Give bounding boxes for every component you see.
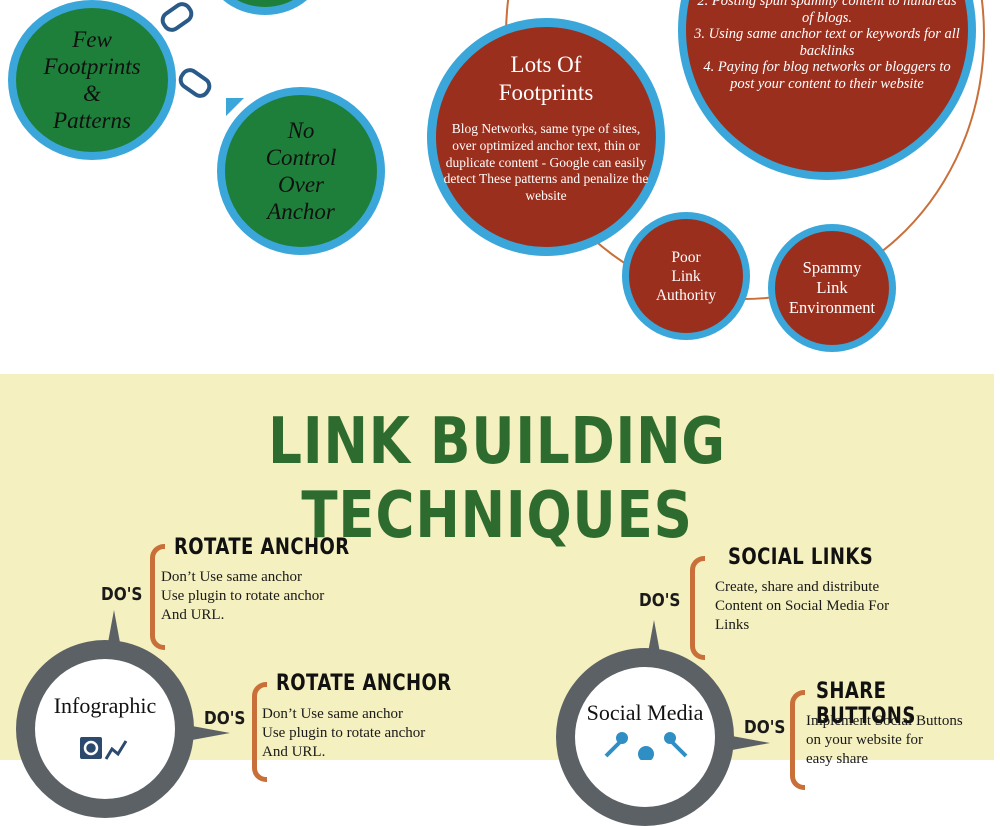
big-list-items: 2. Posting spun spammy content to hundre… [692,0,962,92]
spammy-link-circle: Spammy Link Environment [768,224,896,352]
item-body: Implement Social Buttons on your website… [806,713,963,767]
brace [690,556,705,660]
item-heading: SOCIAL LINKS [728,545,874,570]
brace [150,544,165,650]
infographic-icon [80,737,130,763]
list-item: 2. Posting spun spammy content to hundre… [697,0,957,26]
lots-of-footprints-title: Lots Of Footprints [498,52,594,105]
section-title: LINK BUILDING TECHNIQUES [268,405,726,553]
few-footprints-circle: Few Footprints & Patterns [8,0,176,160]
infographic-hub-inner: Infographic [35,659,175,799]
hub-spike [192,726,230,740]
few-footprints-label: Few Footprints & Patterns [43,27,141,133]
poor-link-label: Poor Link Authority [655,248,717,304]
no-control-pointer [226,98,244,116]
partial-green-circle [205,0,325,15]
item-heading: SHARE BUTTONS [816,679,916,729]
infographic-label: Infographic [53,693,157,718]
hub-spike [732,736,770,750]
item-body: Don’t Use same anchor Use plugin to rota… [262,706,426,760]
item-body: Create, share and distribute Content on … [715,579,890,633]
item-heading: ROTATE ANCHOR [276,671,452,696]
spammy-link-label: Spammy Link Environment [788,258,876,317]
chain-link-icon [174,64,216,102]
lots-of-footprints-body: Blog Networks, same type of sites, over … [443,121,649,204]
dos-tag: DO'S [101,584,143,605]
no-control-circle: No Control Over Anchor [217,87,385,255]
dos-tag: DO'S [744,717,786,738]
chain-link-icon [156,0,198,36]
item-body: Don’t Use same anchor Use plugin to rota… [161,569,325,623]
dos-tag: DO'S [204,708,246,729]
poor-link-circle: Poor Link Authority [622,212,750,340]
brace [790,690,805,790]
social-media-label: Social Media [586,700,704,725]
item-heading: ROTATE ANCHOR [174,535,350,560]
hub-spike [107,610,121,648]
list-item: 4. Paying for blog networks or bloggers … [703,59,951,92]
dos-tag: DO'S [639,590,681,611]
lots-of-footprints-circle: Lots Of Footprints Blog Networks, same t… [427,18,665,256]
share-network-icon [600,730,692,762]
no-control-label: No Control Over Anchor [265,118,337,224]
list-item: 3. Using same anchor text or keywords fo… [694,26,960,59]
